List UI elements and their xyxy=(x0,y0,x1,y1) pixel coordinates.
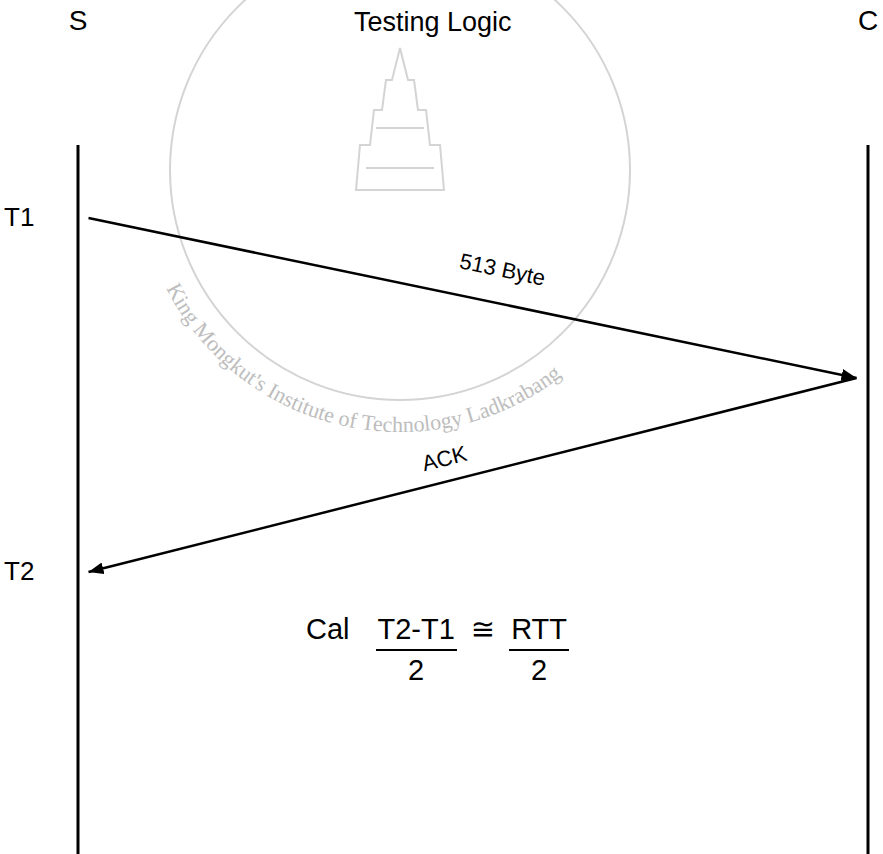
lifeline xyxy=(77,145,80,854)
fraction-numerator: T2-T1 xyxy=(376,612,457,651)
message-label: 513 Byte xyxy=(457,248,547,292)
time-mark: T1 xyxy=(4,202,34,233)
lifeline xyxy=(867,145,870,854)
lifeline-name: S xyxy=(68,4,89,38)
approx-sign: ≅ xyxy=(471,612,495,647)
message-arrow xyxy=(89,218,857,378)
fraction-denominator: 2 xyxy=(408,651,424,688)
formula: CalT2-T12≅RTT2 xyxy=(306,612,569,688)
message-label: ACK xyxy=(419,441,469,478)
message-arrow xyxy=(89,378,857,572)
seal-pagoda xyxy=(356,48,444,190)
formula-word: Cal xyxy=(306,612,350,647)
fraction-denominator: 2 xyxy=(531,651,547,688)
seal-ring xyxy=(170,0,630,400)
watermark-text: King Mongkut's Institute of Technology L… xyxy=(162,279,566,437)
fraction: T2-T12 xyxy=(376,612,457,688)
lifeline-name: C xyxy=(857,4,880,38)
fraction-numerator: RTT xyxy=(509,612,569,651)
diagram-title: Testing Logic xyxy=(354,6,512,38)
time-mark: T2 xyxy=(4,556,34,587)
lifeline-head: C xyxy=(857,4,880,854)
fraction: RTT2 xyxy=(509,612,569,688)
lifeline-head: S xyxy=(68,4,89,854)
